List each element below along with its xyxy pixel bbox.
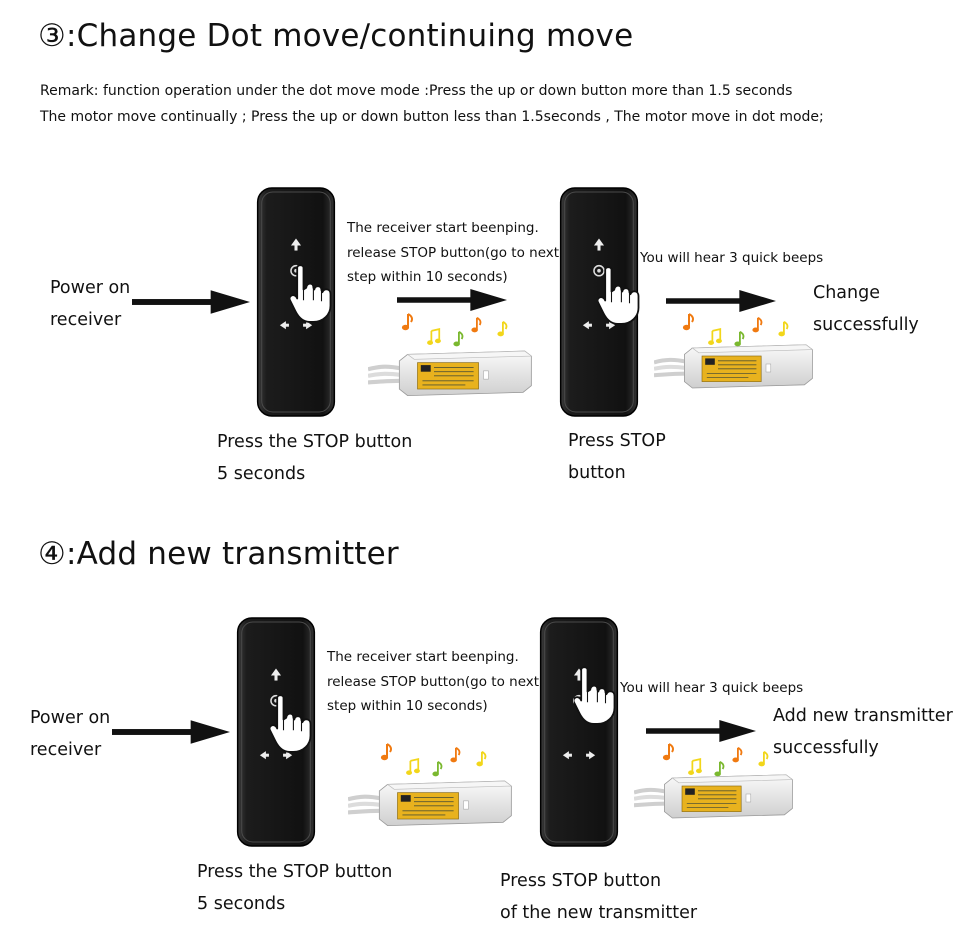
- start-label-line-1: Power on: [50, 278, 131, 298]
- section4-step2-label: Press STOP button of the new transmitter: [500, 865, 697, 929]
- section4-beep-note: The receiver start beenping. release STO…: [327, 645, 539, 719]
- step1-label-line-1: Press the STOP button: [197, 862, 393, 882]
- beep-note-line-2: release STOP button(go to next: [327, 673, 540, 690]
- section3-step1-label: Press the STOP button 5 seconds: [217, 426, 412, 490]
- section3-step2-label: Press STOP button: [568, 425, 666, 489]
- section3-result-label: Change successfully: [813, 277, 919, 341]
- receiver-box-icon: [654, 340, 814, 396]
- receiver-box-icon: [368, 346, 533, 404]
- beep-note-line-2: release STOP button(go to next: [347, 244, 560, 261]
- step2-label-line-1: Press STOP button: [500, 871, 662, 891]
- section4-start-label: Power on receiver: [30, 702, 110, 766]
- remote-transmitter-icon: [538, 616, 620, 848]
- beep-note-line-3: step within 10 seconds): [327, 698, 488, 714]
- result-label-line-2: successfully: [813, 315, 919, 335]
- section4-step1-label: Press the STOP button 5 seconds: [197, 856, 392, 920]
- pointing-hand-icon: [598, 264, 652, 328]
- beep-note-line-1: The receiver start beenping.: [327, 649, 519, 665]
- section3-beep-note: The receiver start beenping. release STO…: [347, 216, 559, 290]
- start-label-line-2: receiver: [50, 310, 122, 330]
- section4-confirm-note: You will hear 3 quick beeps: [620, 680, 804, 696]
- beep-note-line-1: The receiver start beenping.: [347, 220, 539, 236]
- result-label-line-2: successfully: [773, 738, 879, 758]
- beep-note-line-3: step within 10 seconds): [347, 269, 508, 285]
- start-label-line-2: receiver: [30, 740, 102, 760]
- remark-line-1: Remark: function operation under the dot…: [40, 83, 793, 99]
- step1-label-line-2: 5 seconds: [197, 894, 286, 914]
- receiver-box-icon: [634, 770, 794, 826]
- right-arrow-icon: [112, 720, 230, 744]
- pointing-hand-icon: [270, 692, 324, 756]
- remark-line-2: The motor move continually ; Press the u…: [40, 109, 824, 125]
- result-label-line-1: Add new transmitter: [773, 706, 953, 726]
- section4-result-label: Add new transmitter successfully: [773, 700, 953, 764]
- step2-label-line-2: of the new transmitter: [500, 903, 698, 923]
- section4-heading: ④:Add new transmitter: [38, 536, 399, 572]
- section3-remark: Remark: function operation under the dot…: [40, 78, 824, 130]
- right-arrow-icon: [132, 290, 250, 314]
- section3-confirm-note: You will hear 3 quick beeps: [640, 250, 824, 266]
- step1-label-line-1: Press the STOP button: [217, 432, 413, 452]
- step2-label-line-2: button: [568, 463, 626, 483]
- receiver-box-icon: [348, 776, 513, 834]
- step1-label-line-2: 5 seconds: [217, 464, 306, 484]
- result-label-line-1: Change: [813, 283, 881, 303]
- section3-start-label: Power on receiver: [50, 272, 130, 336]
- pointing-hand-icon: [290, 262, 344, 326]
- section3-heading: ③:Change Dot move/continuing move: [38, 18, 634, 54]
- step2-label-line-1: Press STOP: [568, 431, 666, 451]
- start-label-line-1: Power on: [30, 708, 111, 728]
